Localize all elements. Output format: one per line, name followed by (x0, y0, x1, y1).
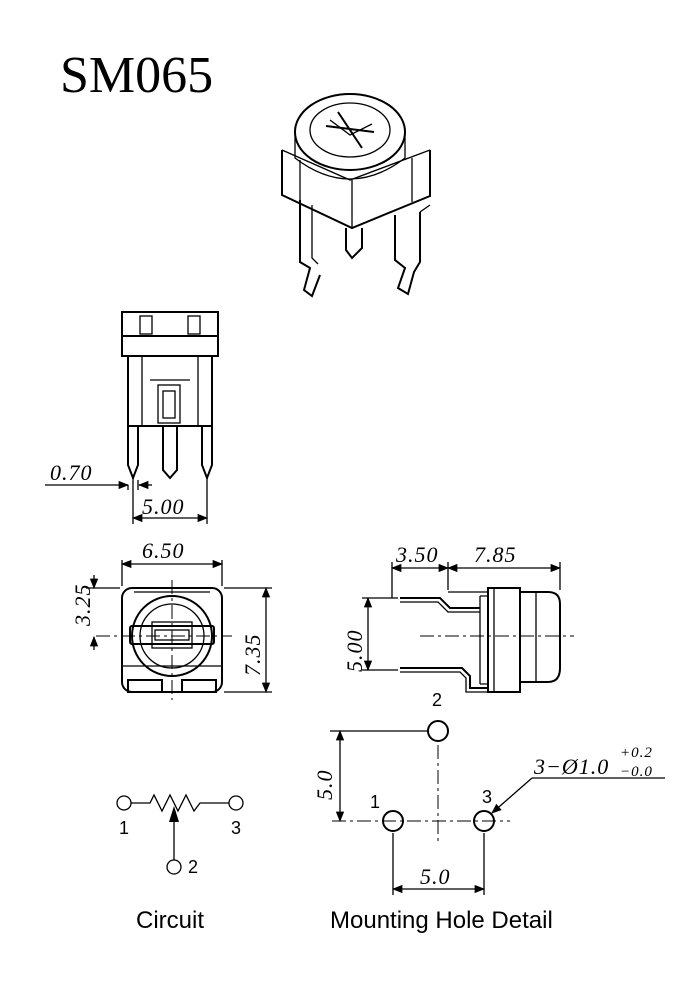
resistor-symbol (131, 793, 229, 813)
lead-length-label: 3.50 (395, 542, 439, 567)
circuit-pin-1: 1 (119, 818, 129, 838)
isometric-view (281, 93, 431, 298)
hole-tol-plus: +0.2 (620, 745, 653, 761)
terminal-3 (228, 795, 244, 811)
pin-pitch-label: 5.00 (142, 494, 185, 519)
hole-pin-3: 3 (482, 787, 492, 807)
horizontal-spacing-label: 5.0 (420, 864, 451, 889)
terminal-2 (166, 859, 182, 875)
center-offset-label: 3.25 (70, 584, 95, 628)
hole-tol-minus: −0.0 (620, 764, 653, 780)
hole-pin-1: 1 (370, 792, 380, 812)
hole-pin-2: 2 (432, 690, 442, 710)
hole-spec-label: 3−Ø1.0 (533, 754, 609, 779)
pin-width-label: 0.70 (50, 460, 93, 485)
mounting-hole-detail: 5.0 5.0 3−Ø1.0 +0.2 −0.0 2 1 3 Mounting … (312, 690, 665, 934)
top-view: 6.50 3.25 7.35 (70, 538, 272, 700)
body-height-label: 7.35 (240, 634, 265, 677)
circuit-schematic: 1 3 2 Circuit (116, 793, 244, 934)
hole-2 (427, 720, 449, 742)
body-length-label: 7.85 (474, 542, 517, 567)
mounting-caption: Mounting Hole Detail (330, 907, 553, 934)
terminal-1 (116, 795, 132, 811)
front-view: 0.70 5.00 (45, 311, 219, 524)
side-view: 3.50 7.85 5.00 (342, 542, 574, 693)
circuit-pin-3: 3 (231, 818, 241, 838)
circuit-pin-2: 2 (188, 857, 198, 877)
vertical-spacing-label: 5.0 (312, 770, 337, 801)
pin-span-label: 5.00 (342, 630, 367, 673)
part-number-title: SM065 (60, 47, 213, 104)
wiper-arrow-icon (169, 806, 179, 822)
circuit-caption: Circuit (136, 907, 204, 934)
body-width-label: 6.50 (142, 538, 185, 563)
